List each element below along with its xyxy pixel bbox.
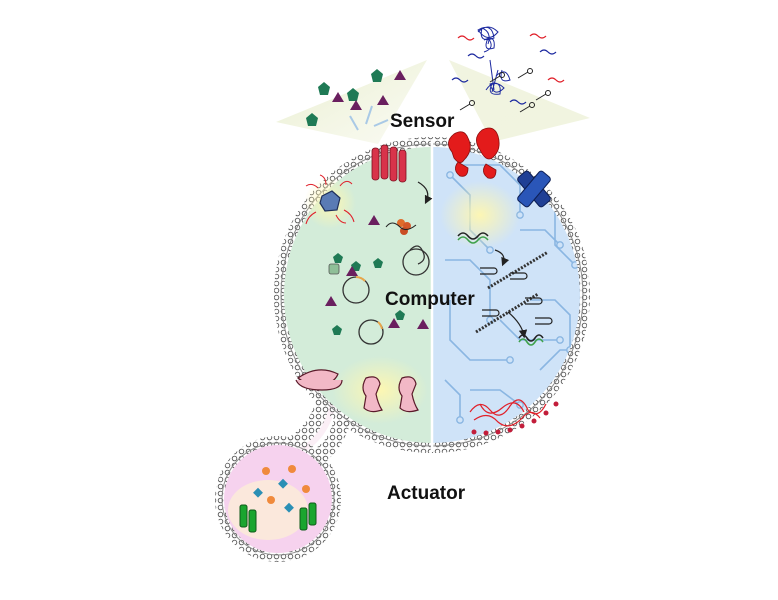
sensor-ligands xyxy=(306,69,406,131)
sensor-beam-right xyxy=(449,60,590,142)
triangle-ligand-icon xyxy=(325,215,429,329)
right-compartment-contents xyxy=(457,232,559,436)
sensor-molecules xyxy=(451,26,565,113)
hairpin-dna-icon xyxy=(459,68,551,113)
membrane-pore-icon xyxy=(371,144,407,183)
left-compartment-contents xyxy=(325,181,433,345)
hairpin-dna-icon xyxy=(480,267,553,325)
polymer-coil-icon xyxy=(469,399,547,427)
actuator-label: Actuator xyxy=(387,483,466,504)
sensor-label: Sensor xyxy=(390,111,455,132)
cross-protein-icon xyxy=(517,170,551,208)
actuator-pore-proteins xyxy=(295,369,419,413)
caged-particle xyxy=(304,174,356,229)
ion-channel-icon xyxy=(239,502,317,533)
pentagon-ligand-icon xyxy=(332,253,405,335)
computer-label: Computer xyxy=(385,289,475,310)
dna-helix-icon xyxy=(457,232,549,346)
receptor-protein-icon xyxy=(448,127,500,179)
actuator-vesicle xyxy=(215,436,341,562)
main-cell xyxy=(274,137,590,453)
